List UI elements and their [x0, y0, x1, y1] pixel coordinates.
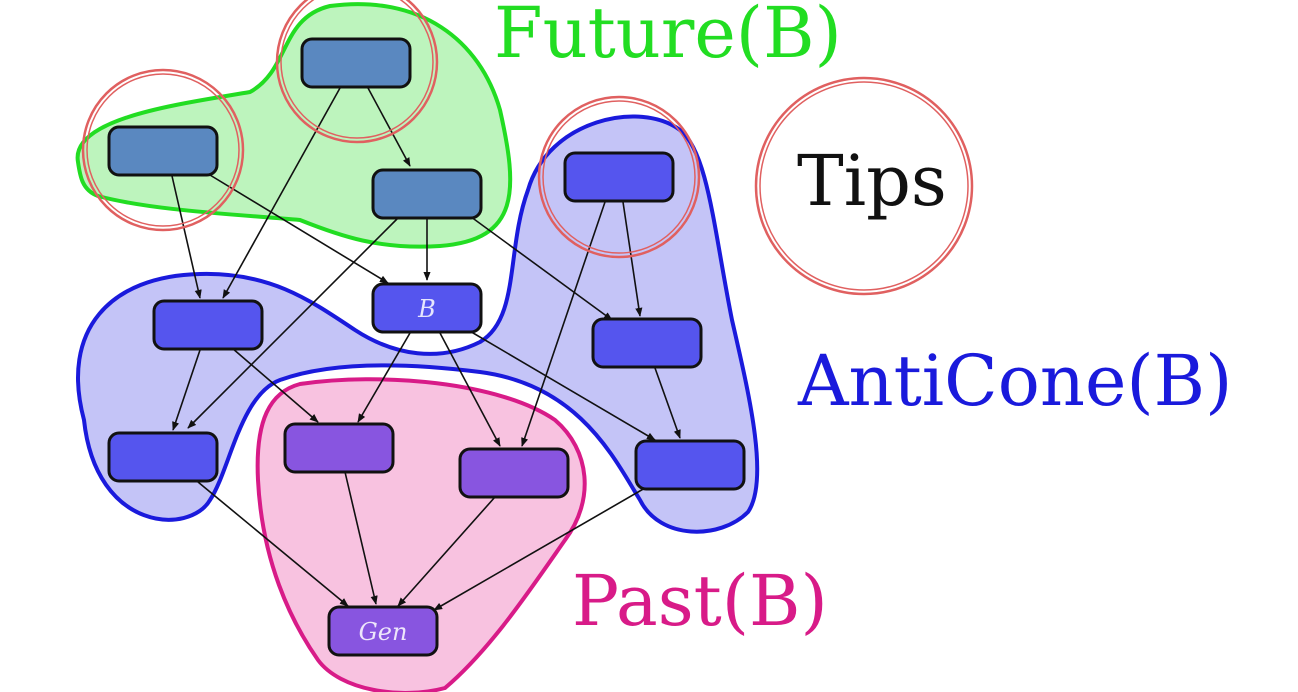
anticone-region	[76, 114, 760, 534]
edge	[172, 349, 201, 431]
anticone-nodes	[107, 151, 746, 491]
tip-markers	[81, 0, 974, 296]
edge	[521, 201, 606, 447]
edge	[467, 329, 656, 441]
block-node	[107, 431, 219, 483]
block-node	[458, 447, 570, 499]
edge	[367, 87, 411, 167]
tips-label: Tips	[797, 140, 947, 222]
block-node	[591, 317, 703, 369]
edge	[654, 367, 681, 439]
edge	[222, 87, 341, 299]
block-node	[563, 151, 675, 203]
edge	[171, 175, 202, 299]
node-label-b: B	[417, 295, 436, 323]
past-nodes	[283, 422, 570, 657]
edge	[204, 171, 389, 284]
future-nodes	[107, 37, 483, 220]
edge	[433, 487, 646, 611]
edge	[357, 332, 411, 423]
node-label-gen: Gen	[359, 618, 408, 646]
tip-circle	[275, 0, 439, 144]
tips-legend-circle	[754, 76, 974, 296]
block-node	[152, 299, 264, 351]
tip-circle	[81, 68, 245, 232]
tip-circle	[537, 95, 701, 259]
block-node	[300, 37, 412, 89]
edge	[231, 347, 319, 423]
edges	[171, 87, 681, 611]
edge	[439, 332, 501, 447]
block-node	[283, 422, 395, 474]
future-label: Future(B)	[494, 0, 842, 74]
edge	[197, 481, 349, 607]
past-label: Past(B)	[572, 560, 828, 642]
block-node	[107, 125, 219, 177]
block-node-b	[371, 282, 483, 334]
edge	[187, 217, 399, 429]
anticone-label: AntiCone(B)	[798, 340, 1233, 422]
block-node	[371, 168, 483, 220]
edge	[344, 471, 378, 605]
edge	[622, 201, 643, 317]
edge	[397, 496, 496, 607]
block-node	[634, 439, 746, 491]
edge	[451, 202, 613, 321]
genesis-node	[327, 605, 439, 657]
